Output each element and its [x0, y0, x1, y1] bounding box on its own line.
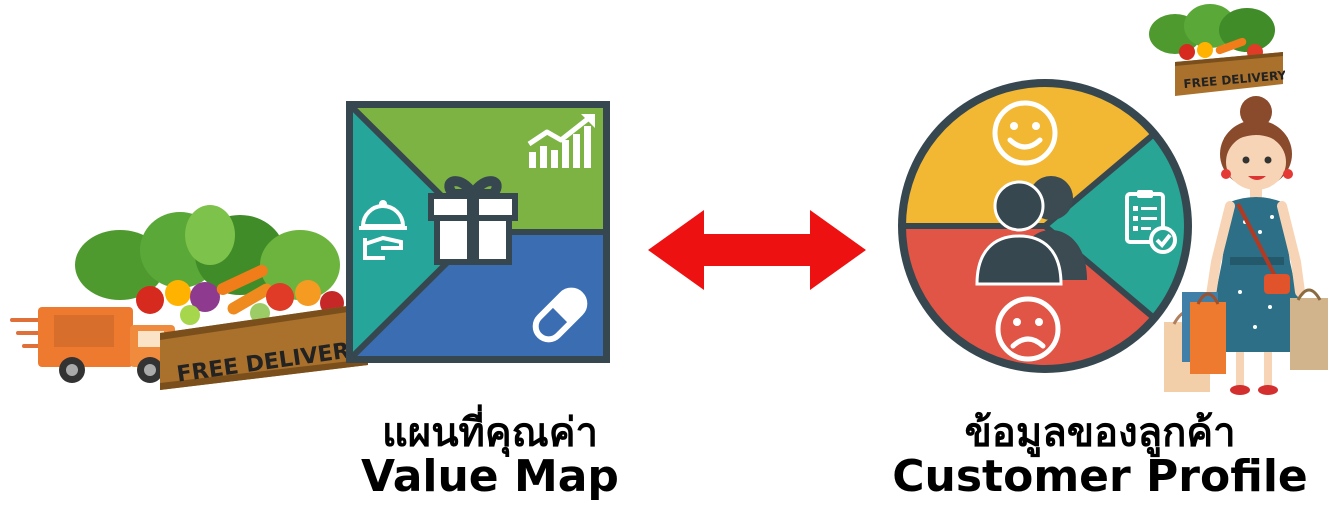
customer-profile-caption: ข้อมูลของลูกค้า Customer Profile [870, 412, 1328, 500]
frown-icon [995, 296, 1061, 362]
shopper-illustration [1160, 92, 1328, 402]
pill-icon [532, 287, 588, 343]
double-arrow [648, 210, 866, 290]
produce-crate-small: FREE DELIVERY! [1135, 4, 1285, 96]
value-map-square [343, 98, 613, 366]
users-icon [975, 176, 1087, 286]
value-map-caption: แผนที่คุณค่า Value Map [300, 412, 680, 500]
value-map-title-en: Value Map [361, 451, 619, 502]
customer-profile-circle [895, 76, 1195, 376]
delivery-illustration: FREE DELIVERY! [10, 205, 370, 395]
gift-icon [428, 176, 518, 265]
checklist-icon [1125, 190, 1177, 254]
customer-profile-title-th: ข้อมูลของลูกค้า [964, 410, 1236, 456]
smile-icon [992, 100, 1058, 166]
value-map-title-th: แผนที่คุณค่า [381, 410, 598, 456]
growth-chart-icon [527, 114, 595, 168]
service-cloche-icon [359, 200, 407, 260]
customer-profile-title-en: Customer Profile [892, 451, 1308, 502]
